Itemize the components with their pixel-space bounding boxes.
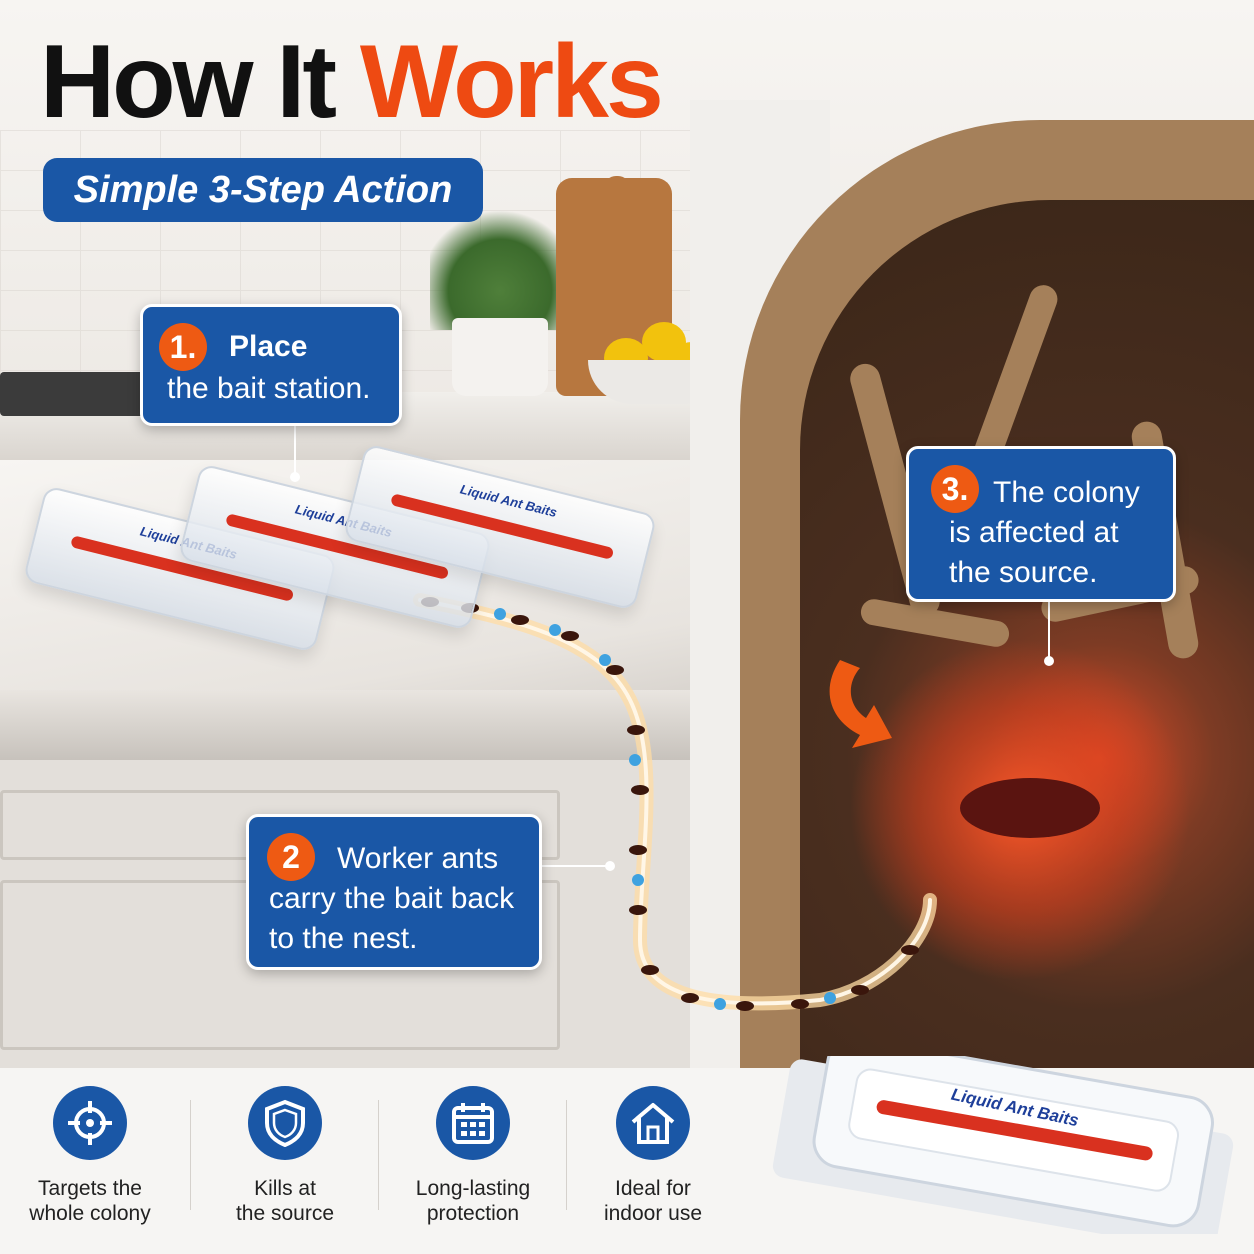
crosshair-icon <box>68 1101 112 1145</box>
feature-icon-circle <box>616 1086 690 1160</box>
title-part-1: How It <box>40 24 337 140</box>
step-1-title: Place <box>229 330 308 363</box>
page-title: How It Works <box>40 30 664 134</box>
step-3-line-1: The colony <box>993 476 1140 509</box>
feature-targets-colony: Targets the whole colony <box>0 1086 180 1226</box>
step-3-callout: 3. The colony is affected at the source. <box>906 446 1176 602</box>
product-bait-station <box>772 1056 1234 1234</box>
step-2-number: 2 <box>267 833 315 881</box>
feature-label: Long-lasting protection <box>415 1177 531 1225</box>
step-2-leader <box>540 865 610 867</box>
feature-label: Kills at the source <box>235 1177 335 1225</box>
step-3-line-2: is affected at <box>949 516 1119 549</box>
feature-long-lasting: Long-lasting protection <box>383 1086 563 1226</box>
step-3-leader-dot <box>1044 656 1054 666</box>
step-2-callout: 2 Worker ants carry the bait back to the… <box>246 814 542 970</box>
title-part-2: Works <box>359 24 664 140</box>
plant-pot <box>452 318 548 396</box>
ants-on-trail <box>421 597 919 1011</box>
countertop-edge <box>0 690 730 760</box>
feature-indoor-use: Ideal for indoor use <box>563 1086 743 1226</box>
step-2-line-1: Worker ants <box>337 842 499 875</box>
feature-label: Targets the whole colony <box>29 1177 151 1225</box>
step-1-leader-dot <box>290 472 300 482</box>
step-3-line-3: the source. <box>949 556 1098 589</box>
feature-icon-circle <box>436 1086 510 1160</box>
step-2-line-3: to the nest. <box>269 922 418 955</box>
feature-divider <box>190 1100 191 1210</box>
step-1-number: 1. <box>159 323 207 371</box>
step-1-text: the bait station. <box>167 372 371 405</box>
house-icon <box>631 1103 675 1144</box>
feature-icon-circle <box>53 1086 127 1160</box>
feature-icon-circle <box>248 1086 322 1160</box>
bait-droplets <box>494 608 836 1010</box>
step-2-line-2: carry the bait back <box>269 882 515 915</box>
bait-red-stripe <box>876 1100 1153 1161</box>
step-1-callout: 1. Place the bait station. <box>140 304 402 426</box>
step-3-leader <box>1048 600 1050 660</box>
queen-ant <box>960 778 1100 838</box>
stove <box>0 372 150 416</box>
feature-divider <box>378 1100 379 1210</box>
subtitle-text: Simple 3-Step Action <box>73 168 453 211</box>
orange-arrow-icon <box>829 660 892 748</box>
feature-label: Ideal for indoor use <box>603 1177 703 1225</box>
feature-kills-source: Kills at the source <box>195 1086 375 1226</box>
feature-divider <box>566 1100 567 1210</box>
step-3-number: 3. <box>931 465 979 513</box>
subtitle-badge: Simple 3-Step Action <box>43 158 483 222</box>
shield-icon <box>265 1099 305 1147</box>
step-1-leader <box>294 424 296 478</box>
step-2-leader-dot <box>605 861 615 871</box>
calendar-icon <box>452 1103 494 1144</box>
